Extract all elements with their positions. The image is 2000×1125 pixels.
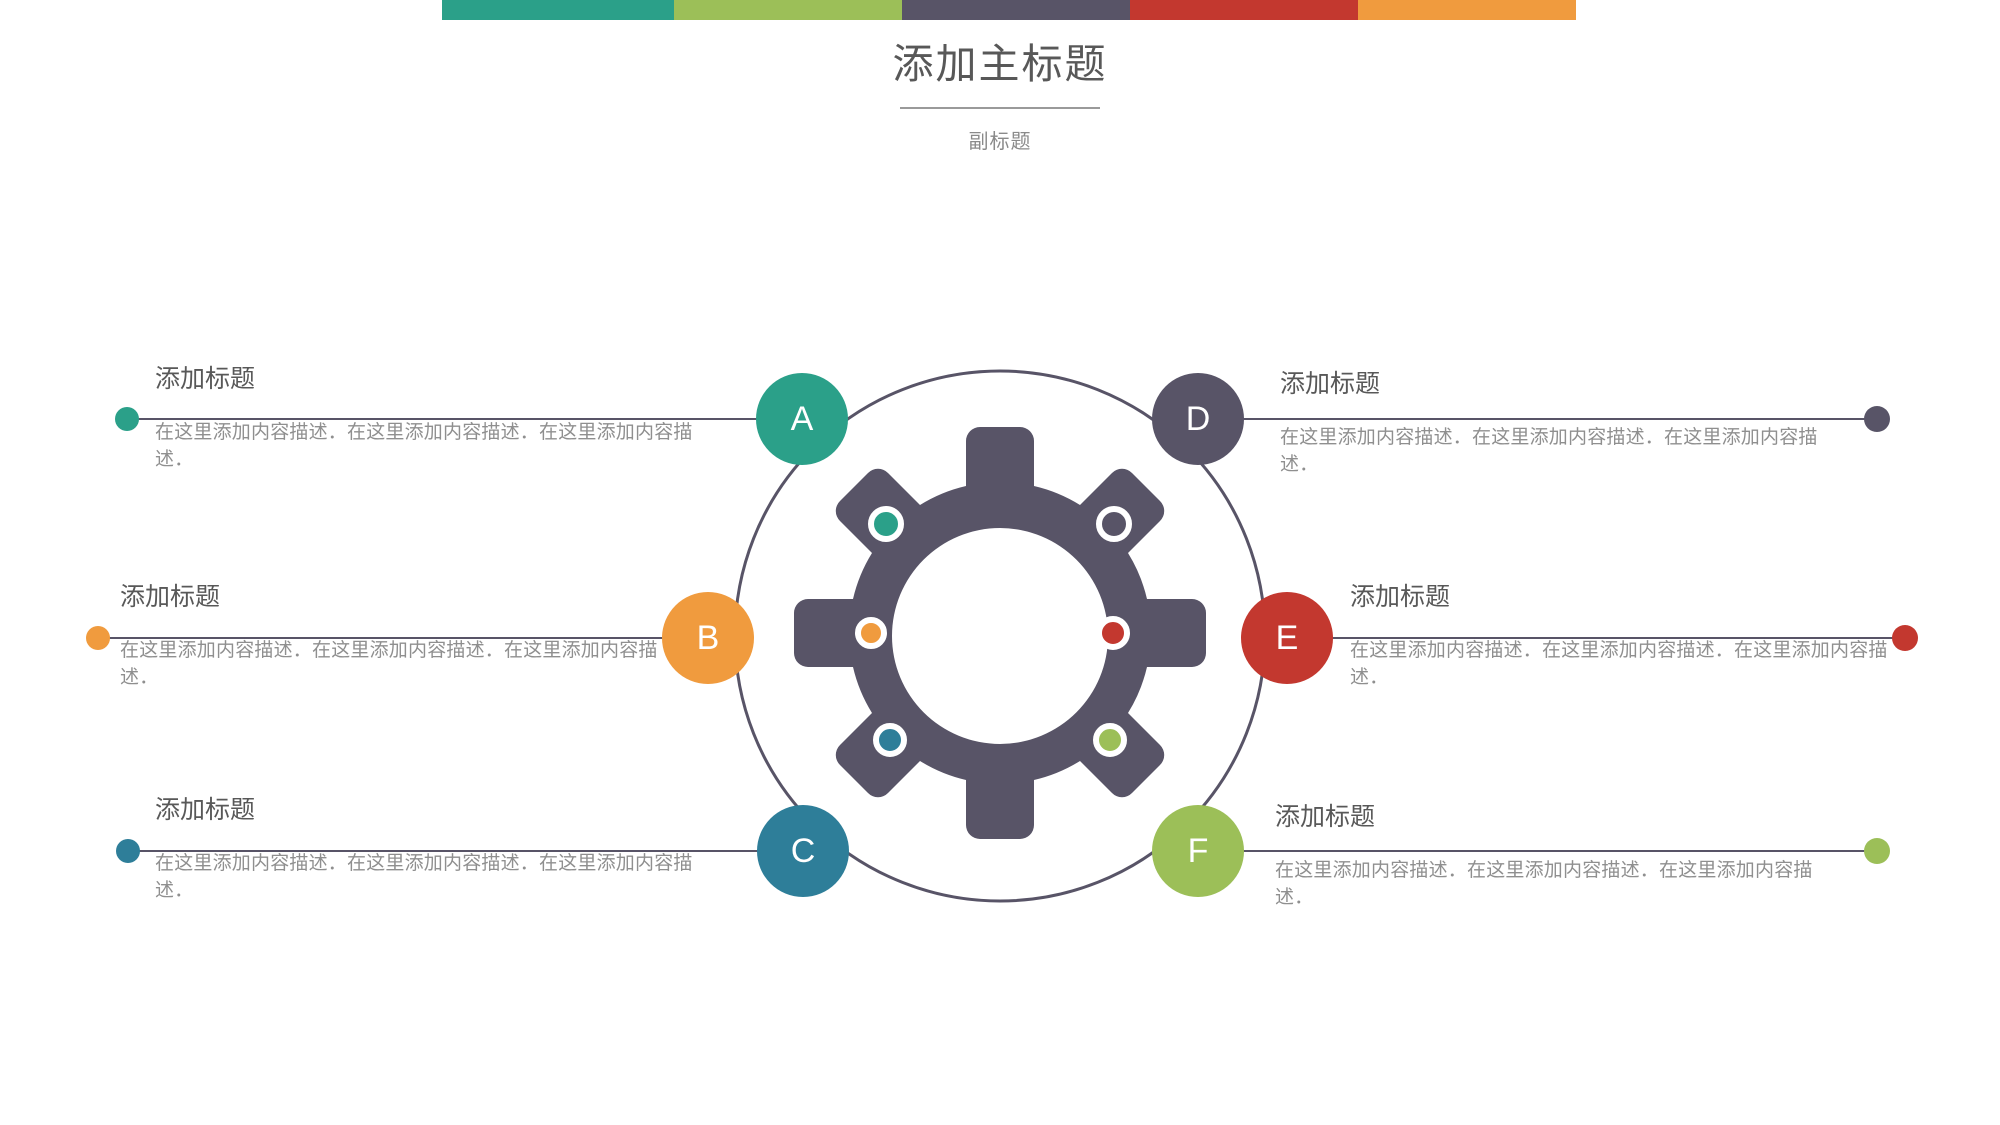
item-title-b: 添加标题 bbox=[120, 583, 221, 611]
item-body-b: 在这里添加内容描述．在这里添加内容描述．在这里添加内容描述． bbox=[120, 640, 658, 688]
node-letter-c: C bbox=[790, 832, 816, 870]
title-block: 添加主标题 副标题 bbox=[0, 40, 2000, 154]
node-circle-a[interactable]: A bbox=[756, 373, 848, 465]
node-circle-f[interactable]: F bbox=[1152, 805, 1244, 897]
endpoint-dot-e bbox=[1892, 625, 1918, 651]
node-circle-e[interactable]: E bbox=[1241, 592, 1333, 684]
item-body-f: 在这里添加内容描述．在这里添加内容描述．在这里添加内容描述． bbox=[1275, 860, 1813, 908]
endpoint-dot-b bbox=[86, 626, 110, 650]
node-circle-b[interactable]: B bbox=[662, 592, 754, 684]
endpoint-dot-d bbox=[1864, 406, 1890, 432]
page-title: 添加主标题 bbox=[892, 41, 1108, 87]
color-bar-segment-slate bbox=[902, 0, 1130, 20]
color-bar-segment-orange bbox=[1358, 0, 1576, 20]
color-bar-segment-red bbox=[1130, 0, 1358, 20]
gear-dot-top-right bbox=[1096, 506, 1132, 542]
item-title-a: 添加标题 bbox=[155, 365, 256, 393]
node-letter-b: B bbox=[696, 619, 720, 657]
item-title-e: 添加标题 bbox=[1350, 583, 1451, 611]
item-body-a: 在这里添加内容描述．在这里添加内容描述．在这里添加内容描述． bbox=[155, 422, 693, 470]
gear-dot-bottom-left bbox=[873, 723, 907, 757]
item-block-b: 添加标题 在这里添加内容描述．在这里添加内容描述．在这里添加内容描述． bbox=[120, 585, 690, 692]
node-letter-e: E bbox=[1275, 619, 1299, 657]
endpoint-dot-c bbox=[116, 839, 140, 863]
item-block-f: 添加标题 在这里添加内容描述．在这里添加内容描述．在这里添加内容描述． bbox=[1275, 805, 1835, 912]
gear-dot-middle-left bbox=[855, 617, 887, 649]
item-block-e: 添加标题 在这里添加内容描述．在这里添加内容描述．在这里添加内容描述． bbox=[1350, 585, 1910, 692]
node-letter-d: D bbox=[1185, 400, 1211, 438]
color-bar-segment-teal bbox=[442, 0, 674, 20]
item-body-d: 在这里添加内容描述．在这里添加内容描述．在这里添加内容描述． bbox=[1280, 427, 1818, 475]
gear-icon bbox=[794, 427, 1206, 839]
node-circle-d[interactable]: D bbox=[1152, 373, 1244, 465]
item-block-a: 添加标题 在这里添加内容描述．在这里添加内容描述．在这里添加内容描述． bbox=[155, 367, 715, 474]
node-letter-f: F bbox=[1187, 832, 1209, 870]
color-bar-segment-green bbox=[674, 0, 902, 20]
node-letter-a: A bbox=[790, 400, 814, 438]
item-block-d: 添加标题 在这里添加内容描述．在这里添加内容描述．在这里添加内容描述． bbox=[1280, 372, 1840, 479]
item-title-f: 添加标题 bbox=[1275, 803, 1376, 831]
gear-dot-bottom-right bbox=[1093, 723, 1127, 757]
node-circle-c[interactable]: C bbox=[757, 805, 849, 897]
gear-dot-top-left bbox=[868, 506, 904, 542]
top-color-bar bbox=[442, 0, 1576, 20]
item-body-e: 在这里添加内容描述．在这里添加内容描述．在这里添加内容描述． bbox=[1350, 640, 1888, 688]
gear-dot-middle-right bbox=[1096, 616, 1130, 650]
item-block-c: 添加标题 在这里添加内容描述．在这里添加内容描述．在这里添加内容描述． bbox=[155, 798, 705, 905]
page-subtitle: 副标题 bbox=[968, 131, 1032, 154]
endpoint-dot-f bbox=[1864, 838, 1890, 864]
title-divider bbox=[900, 107, 1100, 110]
item-title-c: 添加标题 bbox=[155, 796, 256, 824]
item-title-d: 添加标题 bbox=[1280, 370, 1381, 398]
item-body-c: 在这里添加内容描述．在这里添加内容描述．在这里添加内容描述． bbox=[155, 853, 693, 901]
endpoint-dot-a bbox=[115, 407, 139, 431]
